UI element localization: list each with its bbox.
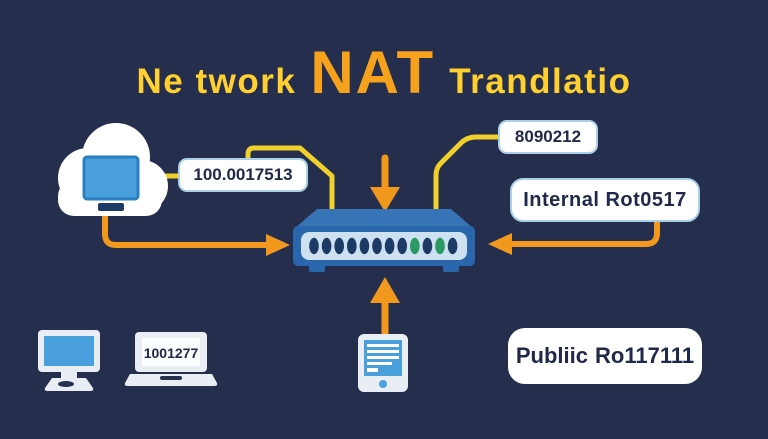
desktop-screen xyxy=(44,336,94,366)
label-to-router-line xyxy=(245,145,335,218)
router-port xyxy=(334,237,345,255)
tablet-text-lines xyxy=(367,344,399,372)
arrow-up-icon xyxy=(370,277,400,303)
label-cloud-ip: 100.0017513 xyxy=(178,158,308,192)
router-port xyxy=(372,237,382,255)
router-port xyxy=(309,237,319,255)
laptop-screen-text: 1001277 xyxy=(144,345,199,361)
title-highlight: NAT xyxy=(310,39,436,106)
label-public-router: Publiic Ro117111 xyxy=(508,328,702,384)
router-port xyxy=(397,237,408,255)
laptop-screen xyxy=(142,338,200,366)
label-public-value: Ro117111 xyxy=(595,343,695,368)
router-icon xyxy=(293,209,475,272)
router-foot-left xyxy=(309,264,325,272)
label-nat-ip: 8090212 xyxy=(498,120,598,154)
arrow-left-icon xyxy=(488,233,512,255)
router-foot-right xyxy=(443,264,459,272)
tablet-icon xyxy=(358,334,408,392)
router-port xyxy=(359,237,370,255)
router-port xyxy=(447,237,458,255)
cloud-monitor-screen xyxy=(82,155,140,201)
router-port xyxy=(435,237,445,255)
natlabel-to-router-line xyxy=(433,134,501,218)
page-title: Ne twork NAT Trandlatio xyxy=(0,38,768,107)
router-port xyxy=(347,237,357,255)
label-public-bold: Publiic xyxy=(515,343,588,368)
router-port xyxy=(321,237,332,255)
connector-lines xyxy=(102,134,660,338)
cloud-monitor-slot xyxy=(98,203,124,211)
label-internal-router: Internal Rot0517 xyxy=(510,178,700,222)
arrow-down-icon xyxy=(370,187,400,212)
cloud-network-icon xyxy=(58,123,168,216)
router-port xyxy=(384,237,395,255)
cloud-to-router-line xyxy=(102,209,269,248)
title-suffix: Trandlatio xyxy=(449,62,632,101)
tablet-home-button xyxy=(379,380,387,388)
internal-to-router-line xyxy=(509,217,660,247)
desktop-monitor-icon xyxy=(38,330,100,391)
laptop-icon: 1001277 xyxy=(124,332,218,386)
router-port xyxy=(410,237,420,255)
router-port xyxy=(422,237,433,255)
router-ports xyxy=(309,237,458,255)
arrow-right-icon xyxy=(266,234,290,256)
title-prefix: Ne twork xyxy=(136,62,297,101)
router-top-face xyxy=(295,209,473,228)
